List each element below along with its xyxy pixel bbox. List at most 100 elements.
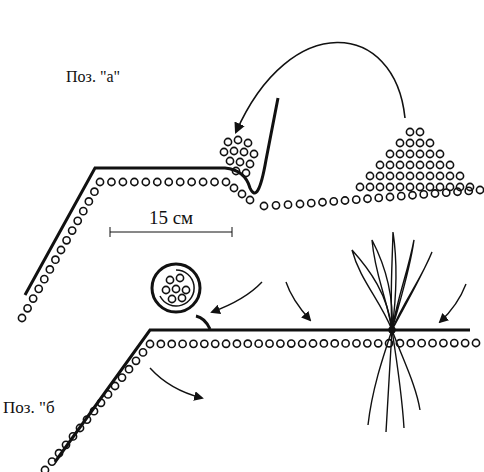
- soil-grain: [396, 183, 403, 190]
- position-label: Поз. "а": [66, 68, 120, 86]
- soil-grain: [119, 178, 126, 185]
- soil-grain: [320, 340, 327, 347]
- soil-grain: [456, 172, 463, 179]
- soil-grain: [246, 160, 253, 167]
- soil-grain: [342, 340, 349, 347]
- soil-grain: [220, 148, 227, 155]
- soil-grain: [420, 191, 427, 198]
- soil-grain: [222, 340, 229, 347]
- soil-grain: [52, 256, 59, 263]
- soil-grain: [142, 178, 149, 185]
- soil-grain: [364, 340, 371, 347]
- soil-grain: [319, 199, 326, 206]
- soil-grain: [375, 194, 382, 201]
- film-line: [25, 98, 278, 295]
- soil-grain: [406, 172, 413, 179]
- soil-grain: [80, 208, 87, 215]
- soil-grain: [299, 340, 306, 347]
- soil-grain: [182, 286, 189, 293]
- dimension-line: [110, 227, 232, 237]
- soil-grain: [386, 161, 393, 168]
- soil-grain: [406, 150, 413, 157]
- soil-grain: [446, 172, 453, 179]
- soil-grain: [406, 161, 413, 168]
- soil-grain: [201, 340, 208, 347]
- soil-grain: [24, 305, 31, 312]
- soil-grain: [436, 150, 443, 157]
- soil-grain: [356, 183, 363, 190]
- soil-grain: [416, 139, 423, 146]
- soil-grain: [472, 339, 479, 346]
- soil-grain: [284, 201, 291, 208]
- soil-grain: [386, 150, 393, 157]
- soil-grain: [376, 172, 383, 179]
- soil-grain: [426, 183, 433, 190]
- soil-grain: [108, 178, 115, 185]
- soil-grain: [451, 339, 458, 346]
- soil-grain: [266, 340, 273, 347]
- soil-grain: [416, 150, 423, 157]
- soil-grain: [222, 178, 229, 185]
- soil-grain: [190, 340, 197, 347]
- soil-grain: [366, 172, 373, 179]
- soil-grain: [426, 161, 433, 168]
- soil-grain: [230, 184, 237, 191]
- soil-grain: [179, 340, 186, 347]
- soil-grain: [446, 161, 453, 168]
- soil-grain: [436, 183, 443, 190]
- soil-grain: [96, 178, 103, 185]
- soil-grain: [146, 340, 153, 347]
- soil-grain: [91, 188, 98, 195]
- soil-grain: [353, 196, 360, 203]
- soil-grain: [132, 357, 139, 364]
- soil-grain: [476, 186, 483, 193]
- soil-grain: [35, 285, 42, 292]
- soil-grain: [236, 158, 243, 165]
- soil-grain: [376, 183, 383, 190]
- soil-grain: [416, 172, 423, 179]
- soil-grain: [230, 147, 237, 154]
- soil-grain: [431, 190, 438, 197]
- soil-grain: [224, 138, 231, 145]
- soil-grain: [240, 148, 247, 155]
- soil-grain: [46, 266, 53, 273]
- position-label: Поз. "б: [3, 398, 55, 418]
- soil-grain: [178, 294, 185, 301]
- soil-grain: [157, 340, 164, 347]
- soil-grain: [85, 198, 92, 205]
- soil-grain: [309, 340, 316, 347]
- soil-grain: [18, 314, 25, 321]
- soil-grain: [246, 196, 253, 203]
- soil-grain: [418, 340, 425, 347]
- soil-grain: [426, 139, 433, 146]
- soil-grain: [125, 366, 132, 373]
- soil-grain: [429, 340, 436, 347]
- soil-grain: [436, 161, 443, 168]
- soil-grain: [341, 197, 348, 204]
- soil-grain: [409, 192, 416, 199]
- soil-grain: [462, 339, 469, 346]
- soil-grain: [244, 139, 251, 146]
- soil-grain: [308, 200, 315, 207]
- soil-grain: [406, 139, 413, 146]
- soil-grain: [250, 150, 257, 157]
- soil-grain: [118, 374, 125, 381]
- soil-grain: [30, 295, 37, 302]
- soil-grain: [57, 246, 64, 253]
- soil-grain: [398, 193, 405, 200]
- soil-grain: [396, 150, 403, 157]
- soil-grain: [168, 295, 175, 302]
- soil-grain: [255, 340, 262, 347]
- soil-grain: [238, 190, 245, 197]
- soil-grain: [386, 172, 393, 179]
- soil-grain: [69, 227, 76, 234]
- soil-grain: [288, 340, 295, 347]
- soil-grain: [416, 183, 423, 190]
- soil-grain: [330, 198, 337, 205]
- soil-grain: [154, 178, 161, 185]
- flow-arrow: [150, 282, 466, 398]
- soil-grain: [272, 202, 279, 209]
- soil-grain: [466, 183, 473, 190]
- film-roll: [152, 264, 210, 329]
- soil-grain: [74, 217, 81, 224]
